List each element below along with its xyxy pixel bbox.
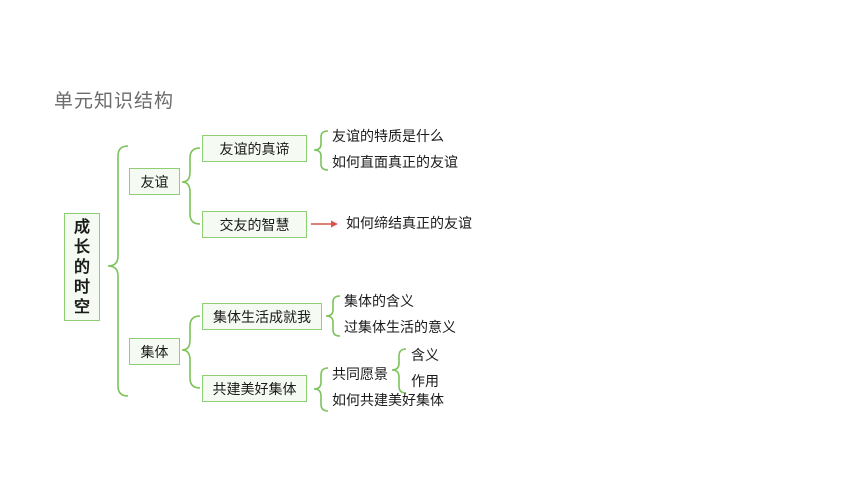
leaf-yuanjing-hanyi: 含义 [411,348,439,364]
root-char: 成 [73,217,90,236]
leaf-youyi-tezhi: 友谊的特质是什么 [332,129,444,145]
node-youyi-zhihui: 交友的智慧 [202,211,307,238]
node-jiti-gongjian: 共建美好集体 [202,375,307,402]
root-char: 时 [73,277,90,296]
root-char: 空 [73,297,90,316]
root-char: 的 [73,257,90,276]
gongjian-bracket [313,367,329,412]
arrow-head [331,220,338,228]
leaf-jiti-hanyi: 集体的含义 [344,294,414,310]
page-title: 单元知识结构 [54,90,175,112]
root-char: 长 [73,237,90,256]
leaf-yuanjing: 共同愿景 [332,367,388,383]
node-jiti-shenghuo: 集体生活成就我 [202,303,322,330]
jitishenghuo-bracket [325,295,341,337]
youyi-bracket [181,147,201,225]
leaf-gongjian-ruhe: 如何共建美好集体 [332,393,444,409]
leaf-yuanjing-zuoyong: 作用 [411,374,439,390]
zhendi-bracket [313,130,329,171]
node-youyi: 友谊 [129,168,180,195]
main-bracket [107,145,129,397]
node-youyi-zhendi: 友谊的真谛 [202,135,307,162]
node-jiti: 集体 [129,338,180,365]
root-node: 成 长 的 时 空 [64,213,100,321]
leaf-youyi-zhimian: 如何直面真正的友谊 [332,155,458,171]
leaf-jiti-yiyi: 过集体生活的意义 [344,320,456,336]
jiti-bracket [181,315,201,389]
yuanjing-bracket [391,348,407,394]
leaf-youyi-dijie: 如何缔结真正的友谊 [346,216,472,232]
